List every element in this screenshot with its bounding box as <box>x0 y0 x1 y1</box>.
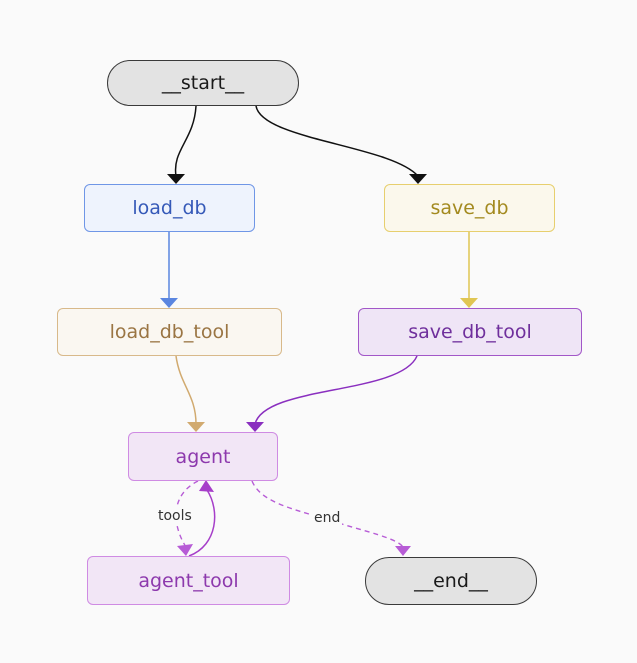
edge-load-db-tool-to-agent <box>175 355 197 425</box>
arrowhead-agent-from-load <box>187 422 205 432</box>
node-start-label: __start__ <box>161 72 245 94</box>
node-save-db-label: save_db <box>430 197 509 219</box>
edge-agent-tool-to-agent <box>188 489 216 557</box>
arrowhead-load-db-tool <box>160 298 178 308</box>
node-load-db-tool-label: load_db_tool <box>109 321 230 343</box>
edge-label-end: end <box>312 510 343 526</box>
node-save-db-tool[interactable]: save_db_tool <box>358 308 582 356</box>
node-end-label: __end__ <box>414 570 488 592</box>
node-agent-tool[interactable]: agent_tool <box>87 556 290 605</box>
node-start[interactable]: __start__ <box>107 60 299 106</box>
edge-label-tools: tools <box>156 508 194 524</box>
arrowhead-save-db-tool <box>460 298 478 308</box>
edge-save-db-tool-to-agent <box>254 355 418 425</box>
arrowhead-load-db <box>167 174 185 184</box>
node-agent[interactable]: agent <box>128 432 278 481</box>
arrowhead-agent-from-save <box>246 422 264 432</box>
node-agent-tool-label: agent_tool <box>138 569 239 592</box>
edge-start-to-load-db <box>174 105 197 177</box>
node-load-db[interactable]: load_db <box>84 184 255 232</box>
node-save-db-tool-label: save_db_tool <box>408 321 532 343</box>
node-end[interactable]: __end__ <box>365 557 537 605</box>
node-load-db-tool[interactable]: load_db_tool <box>57 308 282 356</box>
arrowhead-end <box>395 546 411 556</box>
node-load-db-label: load_db <box>132 197 207 219</box>
node-agent-label: agent <box>175 445 231 468</box>
node-save-db[interactable]: save_db <box>384 184 555 232</box>
arrowhead-agent-tool <box>177 544 193 556</box>
arrowhead-agent-from-tool <box>199 480 214 492</box>
arrowhead-save-db <box>409 174 427 184</box>
edge-start-to-save-db <box>255 105 419 177</box>
